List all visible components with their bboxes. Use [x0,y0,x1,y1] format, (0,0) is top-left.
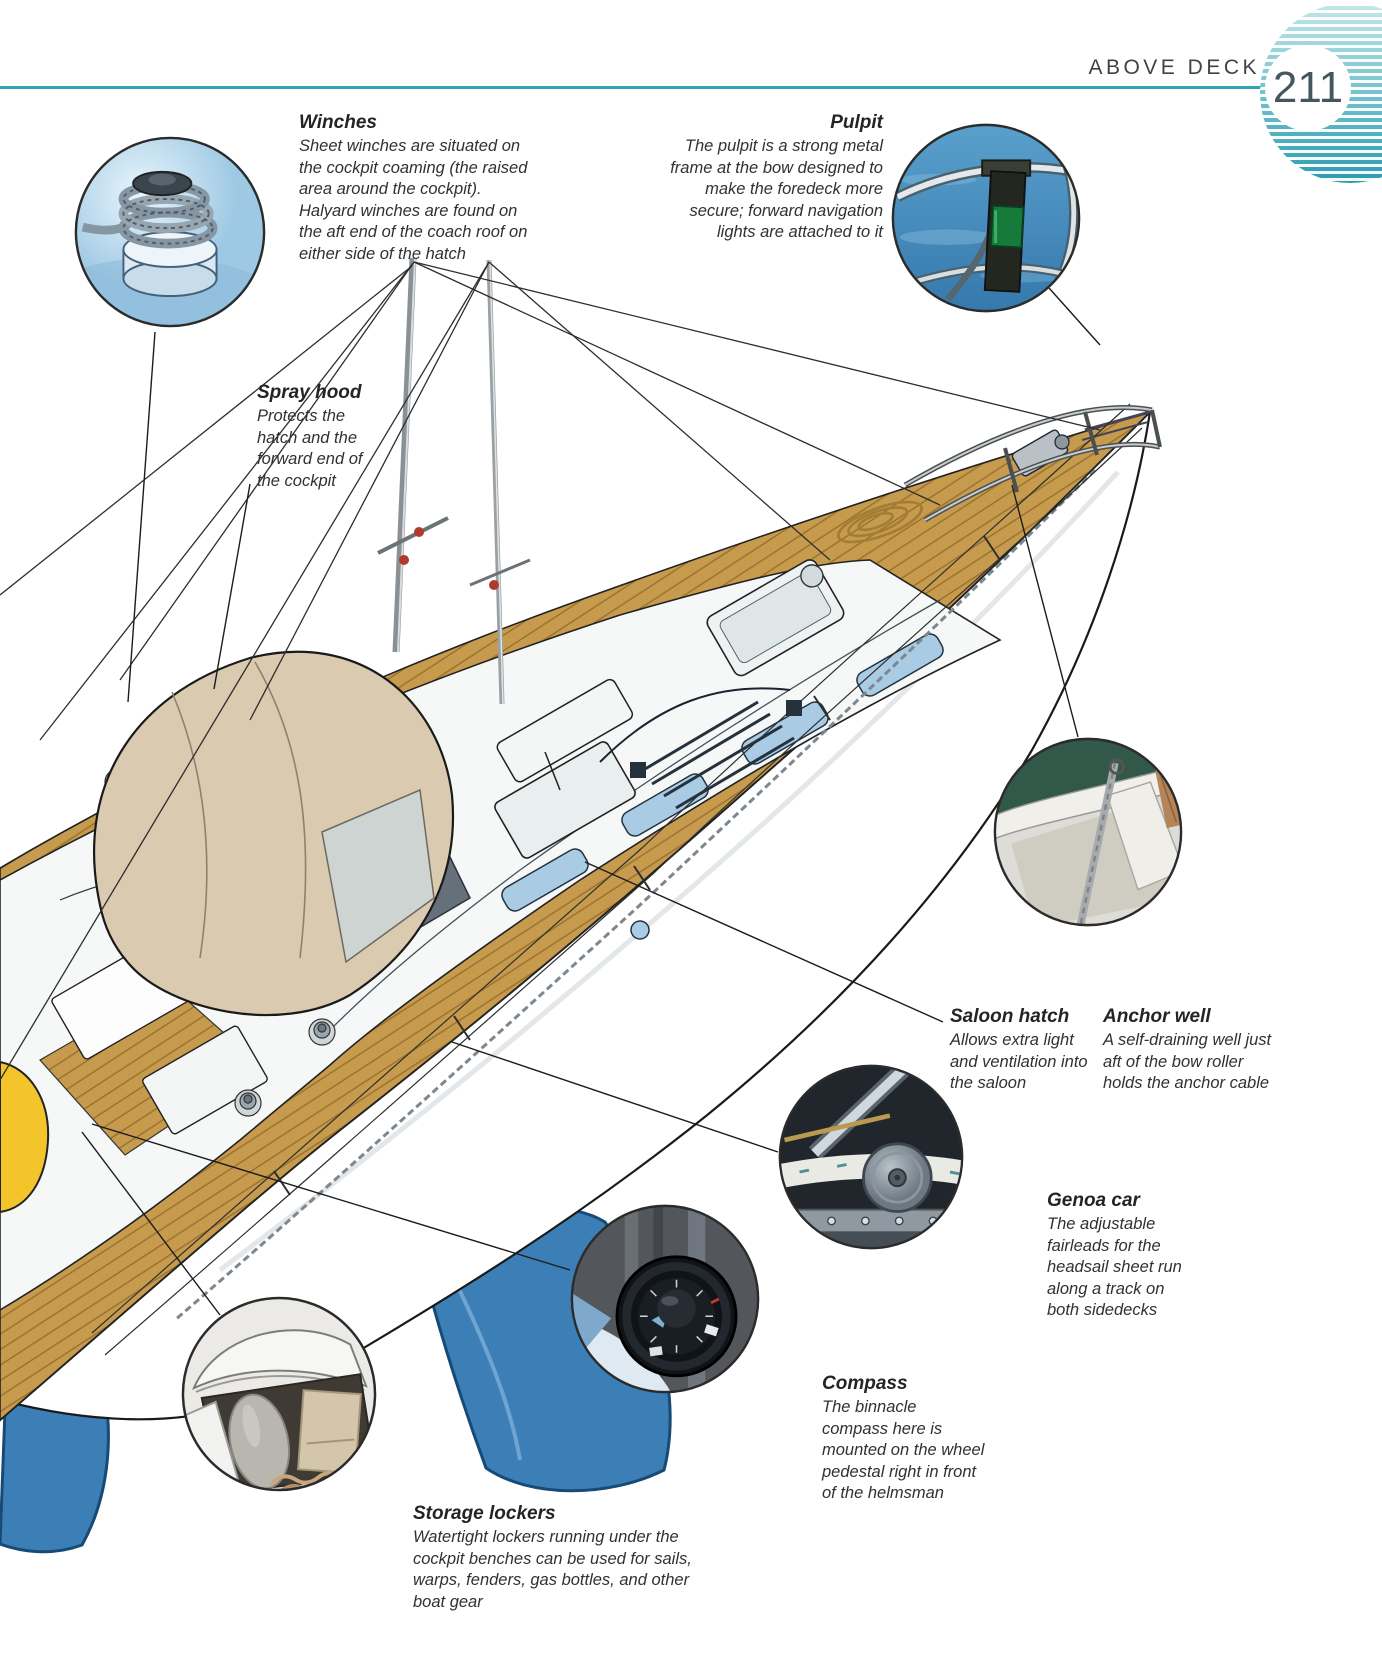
spray-hood [92,650,455,1017]
callout-body: Watertight lockers running under the coc… [413,1528,692,1611]
callout-body: Allows extra light and ventilation into … [950,1031,1088,1092]
callout-saloon-hatch: Saloon hatch Allows extra light and vent… [950,1006,1092,1095]
callout-body: Sheet winches are situated on the cockpi… [299,137,528,263]
mainsheet-hardware [599,687,802,810]
callout-title: Spray hood [257,382,362,403]
callout-body: Protects the hatch and the forward end o… [257,407,363,490]
pulpit-rails [903,405,1162,523]
callout-body: The adjustable fairleads for the headsai… [1047,1215,1182,1319]
callout-title: Anchor well [1103,1006,1211,1027]
callout-body: The binnacle compass here is mounted on … [822,1398,985,1502]
page-number-badge: 211 [1265,45,1351,131]
callout-title: Compass [822,1373,908,1394]
callout-title: Saloon hatch [950,1006,1070,1027]
rope-coil [837,500,923,544]
callout-winches: Winches Sheet winches are situated on th… [299,112,537,265]
saloon-hatch-shape [494,678,636,859]
callout-compass: Compass The binnacle compass here is mou… [822,1373,987,1505]
genoa-track [174,468,1097,1322]
callout-title: Genoa car [1047,1190,1140,1211]
callout-title: Pulpit [830,112,883,133]
callout-pulpit: Pulpit The pulpit is a strong metal fram… [655,112,883,244]
header-rule [0,86,1268,89]
open-locker [142,1025,268,1135]
pulpit-photo-inset [890,122,1082,314]
callout-spray-hood: Spray hood Protects the hatch and the fo… [257,382,389,492]
callout-title: Storage lockers [413,1503,556,1524]
callout-body: A self-draining well just aft of the bow… [1103,1031,1272,1092]
callout-body: The pulpit is a strong metal frame at th… [670,137,883,241]
callout-anchor-well: Anchor well A self-draining well just af… [1103,1006,1281,1095]
horseshoe-buoy [0,1060,50,1214]
anchor-well-photo-inset [992,736,1184,928]
genoa-car-photo-inset [777,1063,965,1251]
callout-title: Winches [299,112,377,133]
winch-photo-inset [73,135,267,329]
leader-lines [81,287,1101,1316]
callout-genoa-car: Genoa car The adjustable fairleads for t… [1047,1190,1187,1322]
compass-photo-inset [569,1203,761,1395]
section-title: ABOVE DECK [1088,56,1260,79]
mast-band [414,527,424,537]
forward-hatch [706,559,845,677]
rigging-stays [0,261,1101,1081]
deck-hatches [494,410,1151,859]
mast-band [399,555,409,565]
mast-band [489,580,499,590]
masts [377,257,531,705]
page-number: 211 [1272,63,1344,112]
callout-storage-lockers: Storage lockers Watertight lockers runni… [413,1503,713,1613]
storage-locker-photo-inset [180,1295,378,1493]
lifelines [91,403,1143,1356]
